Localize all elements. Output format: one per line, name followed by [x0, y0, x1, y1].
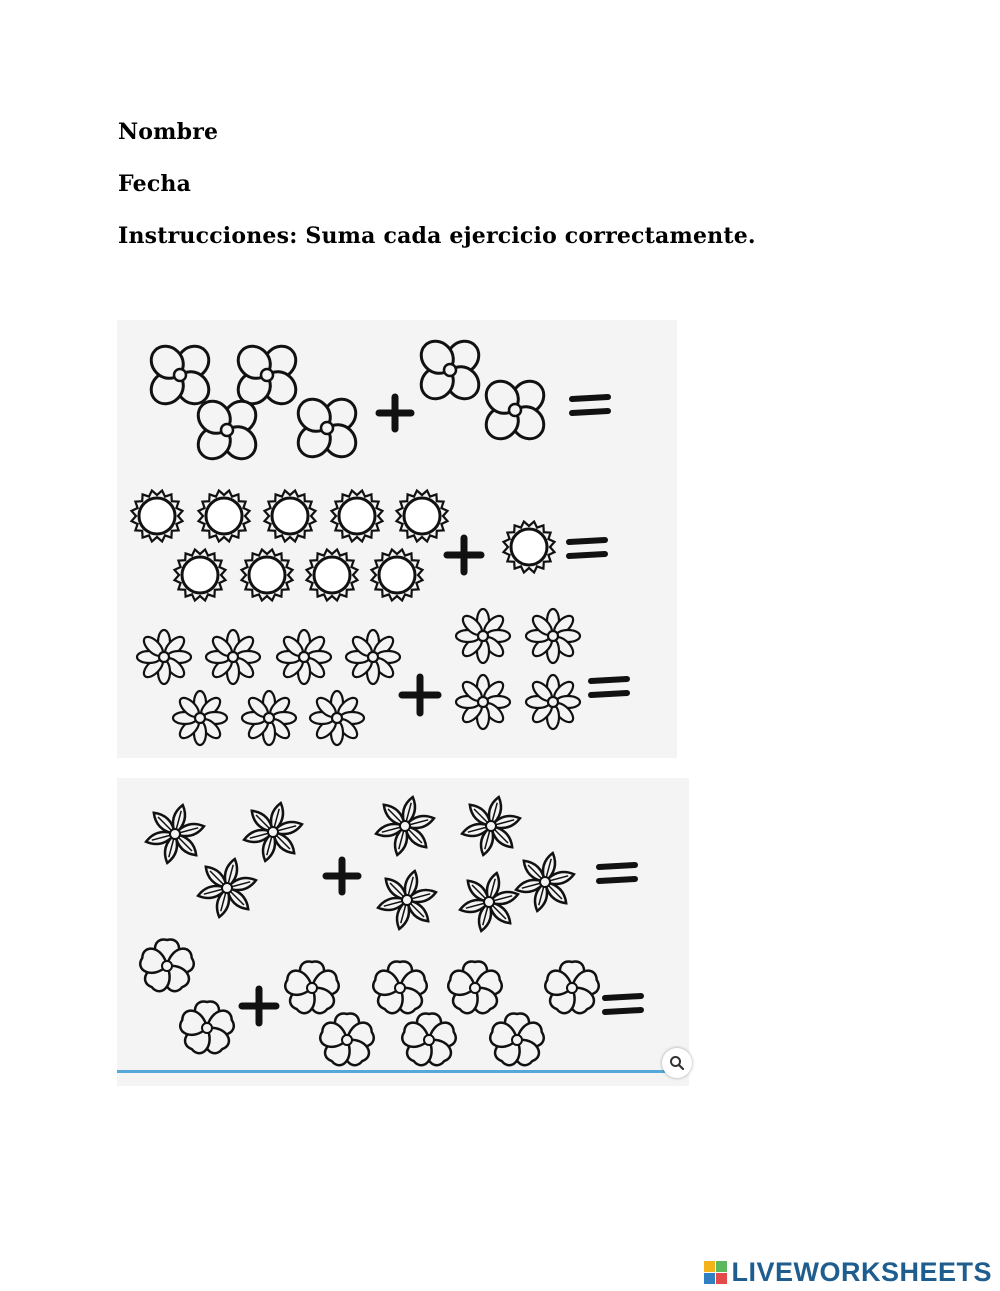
- brand-name: LIVEWORKSHEETS: [731, 1256, 992, 1287]
- exercise-3: [135, 607, 630, 747]
- daisy-icon: [135, 628, 193, 686]
- sunflower-icon: [394, 488, 450, 544]
- daisy-icon: [344, 628, 402, 686]
- five-petal-flower-icon: [139, 938, 195, 993]
- five-petal-flower-icon: [372, 960, 428, 1015]
- star-flower-icon: [242, 801, 304, 863]
- plus-sign: [322, 856, 362, 896]
- five-petal-flower-icon: [544, 960, 600, 1015]
- sunflower-icon: [501, 519, 557, 575]
- daisy-icon: [454, 607, 512, 665]
- date-label: Fecha: [118, 171, 192, 197]
- plus-sign: [238, 985, 280, 1027]
- four-petal-flower-icon: [419, 339, 481, 401]
- sunflower-icon: [329, 488, 385, 544]
- plus-sign: [375, 393, 415, 433]
- four-petal-flower-icon: [196, 399, 258, 461]
- star-flower-icon: [144, 803, 206, 865]
- exercise-drawing-1: [129, 339, 630, 747]
- sunflower-icon: [196, 488, 252, 544]
- equals-sign: [596, 862, 638, 884]
- sunflower-icon: [172, 547, 228, 603]
- daisy-icon: [171, 689, 229, 747]
- sunflower-icon: [129, 488, 185, 544]
- daisy-icon: [308, 689, 366, 747]
- liveworksheets-logo-icon: [704, 1260, 728, 1284]
- star-flower-icon: [514, 851, 576, 913]
- five-petal-flower-icon: [319, 1012, 375, 1067]
- four-petal-flower-icon: [484, 379, 546, 441]
- sunflower-icon: [369, 547, 425, 603]
- equals-sign: [566, 537, 608, 559]
- sunflower-icon: [262, 488, 318, 544]
- four-petal-flower-icon: [149, 344, 211, 406]
- divider-line: [117, 1070, 665, 1073]
- sunflower-icon: [239, 547, 295, 603]
- five-petal-flower-icon: [489, 1012, 545, 1067]
- equals-sign: [602, 993, 644, 1015]
- star-flower-icon: [460, 795, 522, 857]
- exercise-2: [129, 488, 608, 603]
- plus-sign: [398, 673, 442, 717]
- star-flower-icon: [374, 795, 436, 857]
- five-petal-flower-icon: [401, 1012, 457, 1067]
- four-petal-flower-icon: [236, 344, 298, 406]
- four-petal-flower-icon: [296, 397, 358, 459]
- five-petal-flower-icon: [179, 1000, 235, 1055]
- daisy-icon: [204, 628, 262, 686]
- daisy-icon: [524, 607, 582, 665]
- star-flower-icon: [376, 869, 438, 931]
- name-label: Nombre: [118, 119, 219, 145]
- exercise-5: [139, 938, 644, 1067]
- exercise-image-2: [117, 778, 689, 1086]
- exercise-1: [149, 339, 611, 461]
- instructions-text: Instrucciones: Suma cada ejercicio corre…: [118, 223, 756, 249]
- daisy-icon: [240, 689, 298, 747]
- sunflower-icon: [304, 547, 360, 603]
- plus-sign: [443, 534, 485, 576]
- magnifier-icon[interactable]: [662, 1048, 692, 1078]
- star-flower-icon: [196, 857, 258, 919]
- exercise-drawing-2: [139, 795, 644, 1067]
- footer-brand: LIVEWORKSHEETS: [704, 1256, 992, 1288]
- equals-sign: [569, 394, 611, 416]
- equals-sign: [588, 676, 630, 698]
- exercise-image-1: [117, 320, 677, 758]
- five-petal-flower-icon: [447, 960, 503, 1015]
- star-flower-icon: [458, 871, 520, 933]
- daisy-icon: [454, 673, 512, 731]
- five-petal-flower-icon: [284, 960, 340, 1015]
- exercise-4: [144, 795, 638, 933]
- daisy-icon: [524, 673, 582, 731]
- daisy-icon: [275, 628, 333, 686]
